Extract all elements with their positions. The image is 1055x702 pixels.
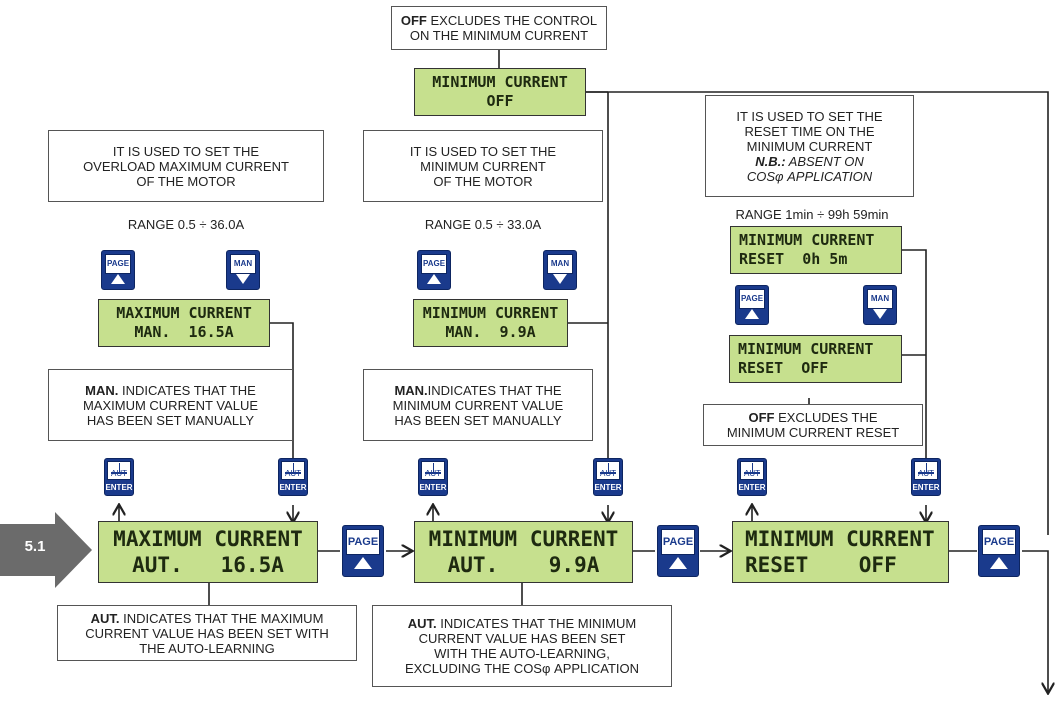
max-current-info-note: IT IS USED TO SET THE OVERLOAD MAXIMUM C… — [48, 130, 324, 202]
reset-time-info-note: IT IS USED TO SET THE RESET TIME ON THE … — [705, 95, 914, 197]
man-key[interactable]: MAN — [863, 285, 897, 325]
page-key[interactable]: PAGE — [342, 525, 384, 577]
min-current-aut-display: MINIMUM CURRENT AUT. 9.9A — [414, 521, 633, 583]
off-reset-note: OFF EXCLUDES THE MINIMUM CURRENT RESET — [703, 404, 923, 446]
reset-range-label: RANGE 1min ÷ 99h 59min — [735, 207, 889, 222]
page-key[interactable]: PAGE — [417, 250, 451, 290]
page-key[interactable]: PAGE — [101, 250, 135, 290]
reset-off-small-display: MINIMUM CURRENT RESET OFF — [729, 335, 902, 383]
reset-time-display: MINIMUM CURRENT RESET 0h 5m — [730, 226, 902, 274]
min-current-off-display: MINIMUM CURRENT OFF — [414, 68, 586, 116]
max-range-label: RANGE 0.5 ÷ 36.0A — [127, 217, 245, 232]
min-current-info-note: IT IS USED TO SET THE MINIMUM CURRENT OF… — [363, 130, 603, 202]
max-man-note: MAN. INDICATES THAT THE MAXIMUM CURRENT … — [48, 369, 293, 441]
min-range-label: RANGE 0.5 ÷ 33.0A — [424, 217, 542, 232]
min-aut-note: AUT. INDICATES THAT THE MINIMUM CURRENT … — [372, 605, 672, 687]
page-key[interactable]: PAGE — [657, 525, 699, 577]
man-key[interactable]: MAN — [226, 250, 260, 290]
max-current-man-display: MAXIMUM CURRENT MAN. 16.5A — [98, 299, 270, 347]
max-aut-note: AUT. INDICATES THAT THE MAXIMUM CURRENT … — [57, 605, 357, 661]
step-arrow — [0, 512, 92, 588]
min-man-note: MAN.INDICATES THAT THE MINIMUM CURRENT V… — [363, 369, 593, 441]
off-control-note: OFF EXCLUDES THE CONTROL ON THE MINIMUM … — [391, 6, 607, 50]
step-number: 5.1 — [24, 538, 46, 555]
page-key[interactable]: PAGE — [978, 525, 1020, 577]
man-key[interactable]: MAN — [543, 250, 577, 290]
page-key[interactable]: PAGE — [735, 285, 769, 325]
min-current-man-display: MINIMUM CURRENT MAN. 9.9A — [413, 299, 568, 347]
reset-off-display: MINIMUM CURRENT RESET OFF — [732, 521, 949, 583]
max-current-aut-display: MAXIMUM CURRENT AUT. 16.5A — [98, 521, 318, 583]
